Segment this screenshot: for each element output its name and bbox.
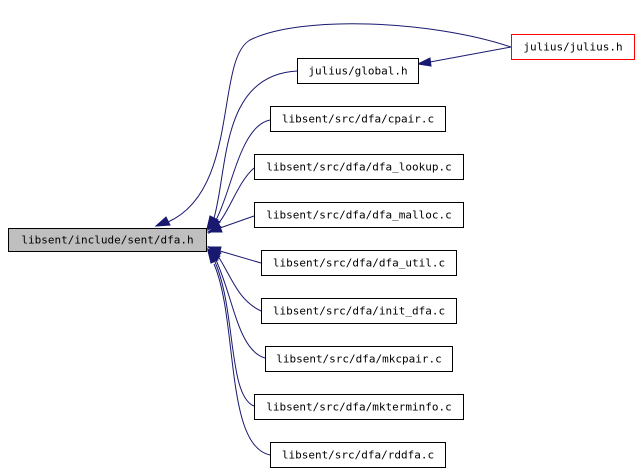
edge-julius-h-to-global-h bbox=[429, 46, 512, 63]
node-dfa-util-c-label: libsent/src/dfa/dfa_util.c bbox=[273, 257, 445, 270]
edge-dfa-util-c-to-dfa-h bbox=[219, 250, 262, 264]
node-global-h-label: julius/global.h bbox=[308, 65, 407, 78]
node-julius-h-label: julius/julius.h bbox=[523, 41, 622, 54]
graph-edges bbox=[154, 23, 512, 456]
edge-init-dfa-c-to-dfa-h bbox=[217, 255, 262, 312]
edge-dfa-malloc-c-to-dfa-h-arrowhead bbox=[206, 223, 223, 233]
node-dfa-h[interactable]: libsent/include/sent/dfa.h bbox=[8, 228, 207, 252]
node-mkterminfo-c-label: libsent/src/dfa/mkterminfo.c bbox=[266, 401, 451, 414]
edge-cpair-c-to-dfa-h bbox=[215, 119, 271, 221]
edge-julius-h-to-dfa-h-arrowhead bbox=[154, 216, 171, 227]
edge-julius-h-to-global-h-arrowhead bbox=[416, 57, 432, 67]
node-mkcpair-c-label: libsent/src/dfa/mkcpair.c bbox=[276, 353, 442, 366]
edge-mkterminfo-c-to-dfa-h bbox=[214, 261, 255, 407]
node-cpair-c-box bbox=[270, 106, 446, 132]
node-global-h[interactable]: julius/global.h bbox=[297, 58, 419, 84]
node-cpair-c[interactable]: libsent/src/dfa/cpair.c bbox=[270, 106, 446, 132]
node-dfa-h-box bbox=[8, 228, 207, 252]
node-init-dfa-c-label: libsent/src/dfa/init_dfa.c bbox=[273, 305, 445, 318]
node-mkterminfo-c-box bbox=[254, 394, 464, 420]
node-mkterminfo-c[interactable]: libsent/src/dfa/mkterminfo.c bbox=[254, 394, 464, 420]
edge-julius-h-to-dfa-h bbox=[167, 23, 512, 223]
node-rddfa-c-box bbox=[270, 442, 446, 468]
node-init-dfa-c-box bbox=[261, 298, 457, 324]
node-rddfa-c-label: libsent/src/dfa/rddfa.c bbox=[282, 449, 434, 462]
edge-mkcpair-c-to-dfa-h bbox=[215, 259, 266, 359]
node-dfa-malloc-c-box bbox=[254, 202, 464, 228]
node-cpair-c-label: libsent/src/dfa/cpair.c bbox=[282, 113, 434, 126]
node-dfa-lookup-c-label: libsent/src/dfa/dfa_lookup.c bbox=[266, 161, 451, 174]
node-julius-h[interactable]: julius/julius.h bbox=[511, 34, 635, 60]
node-dfa-h-label: libsent/include/sent/dfa.h bbox=[21, 234, 193, 247]
edge-dfa-malloc-c-to-dfa-h bbox=[219, 215, 255, 229]
node-dfa-util-c-box bbox=[261, 250, 457, 276]
node-init-dfa-c[interactable]: libsent/src/dfa/init_dfa.c bbox=[261, 298, 457, 324]
node-dfa-malloc-c-label: libsent/src/dfa/dfa_malloc.c bbox=[266, 209, 451, 222]
node-dfa-lookup-c-box bbox=[254, 154, 464, 180]
edge-rddfa-c-to-dfa-h-arrowhead bbox=[207, 249, 219, 264]
edge-dfa-lookup-c-to-dfa-h bbox=[217, 167, 255, 225]
edge-global-h-to-dfa-h bbox=[213, 70, 298, 219]
node-julius-h-box bbox=[511, 34, 635, 60]
node-dfa-lookup-c[interactable]: libsent/src/dfa/dfa_lookup.c bbox=[254, 154, 464, 180]
node-dfa-util-c[interactable]: libsent/src/dfa/dfa_util.c bbox=[261, 250, 457, 276]
node-global-h-box bbox=[297, 58, 419, 84]
node-mkcpair-c-box bbox=[265, 346, 453, 372]
edge-rddfa-c-to-dfa-h bbox=[213, 263, 271, 456]
node-dfa-malloc-c[interactable]: libsent/src/dfa/dfa_malloc.c bbox=[254, 202, 464, 228]
node-rddfa-c[interactable]: libsent/src/dfa/rddfa.c bbox=[270, 442, 446, 468]
node-mkcpair-c[interactable]: libsent/src/dfa/mkcpair.c bbox=[265, 346, 453, 372]
